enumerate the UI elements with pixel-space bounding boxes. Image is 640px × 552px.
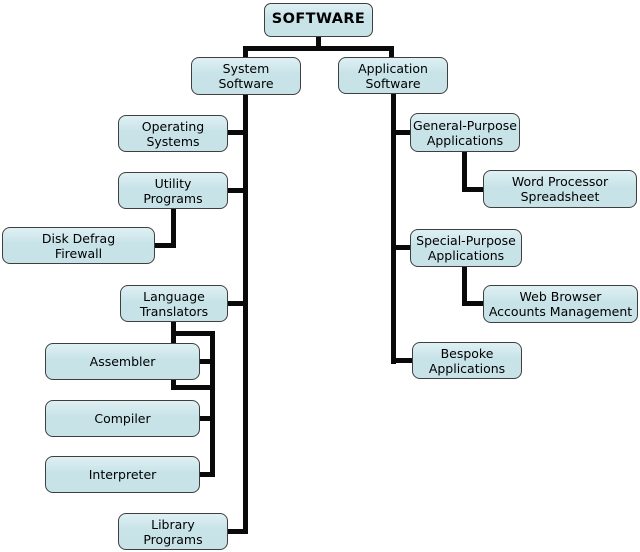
connector-special-purpose	[391, 245, 410, 250]
connector-general-purpose-stem	[462, 152, 467, 192]
connector-translators-loop-bottom	[171, 385, 215, 390]
node-special-purpose-applications: Special-Purpose Applications	[410, 229, 522, 267]
node-bespoke-applications: Bespoke Applications	[412, 342, 522, 379]
node-compiler: Compiler	[45, 400, 200, 437]
connector-special-purpose-stem	[462, 267, 467, 306]
connector-operating-systems	[228, 130, 248, 135]
node-system-software: System Software	[191, 57, 301, 95]
connector-interpreter	[200, 472, 215, 477]
node-general-purpose-applications: General-Purpose Applications	[410, 113, 520, 152]
node-language-translators: Language Translators	[120, 285, 228, 322]
node-word-processor-spreadsheet: Word Processor Spreadsheet	[483, 170, 637, 208]
node-operating-systems: Operating Systems	[118, 115, 228, 152]
connector-language-translators	[228, 301, 248, 306]
connector-bespoke	[391, 358, 412, 363]
connector-utility-programs	[228, 188, 248, 193]
connector-disk-defrag	[155, 243, 176, 248]
connector-application-rail	[391, 93, 396, 364]
connector-translators-loop-top	[171, 331, 215, 336]
node-interpreter: Interpreter	[45, 456, 200, 493]
node-software: SOFTWARE	[264, 3, 373, 37]
connector-utility-stem	[171, 208, 176, 248]
node-utility-programs: Utility Programs	[118, 172, 228, 209]
connector-application-stem	[389, 46, 394, 59]
node-assembler: Assembler	[45, 343, 200, 380]
connector-general-purpose	[391, 130, 410, 135]
connector-library-programs	[228, 529, 248, 534]
node-disk-defrag-firewall: Disk Defrag Firewall	[2, 227, 155, 264]
connector-translators-rail	[210, 331, 215, 477]
node-library-programs: Library Programs	[118, 513, 228, 550]
connector-word-processor	[462, 187, 483, 192]
connector-web-browser	[462, 301, 483, 306]
connector-assembler	[200, 359, 215, 364]
connector-software-stem	[316, 37, 321, 48]
connector-system-stem	[243, 46, 248, 59]
connector-top-horizontal	[243, 46, 394, 51]
node-web-browser-accounts-management: Web Browser Accounts Management	[483, 285, 638, 323]
node-application-software: Application Software	[338, 57, 448, 94]
connector-system-rail	[243, 94, 248, 534]
connector-compiler	[200, 416, 215, 421]
